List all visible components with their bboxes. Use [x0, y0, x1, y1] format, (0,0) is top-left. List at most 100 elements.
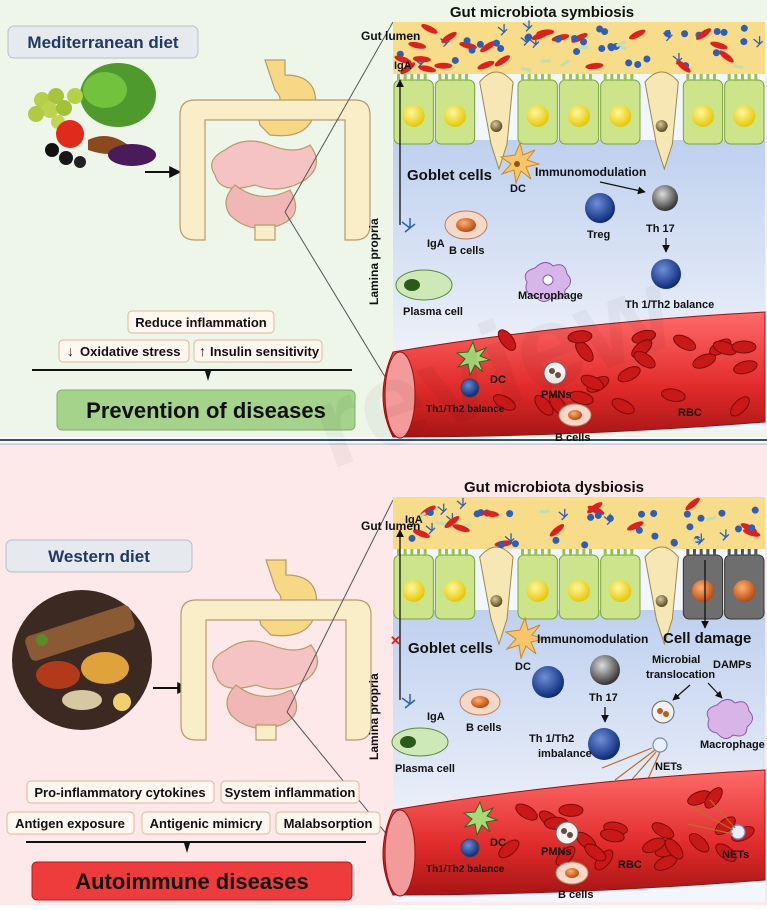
dc-vessel-top: [455, 340, 492, 377]
iga-antibody: [504, 533, 515, 545]
th-balance-label-top: Th 1/Th2 balance: [625, 299, 714, 311]
bacterium: [751, 506, 759, 514]
dc-vessel-bottom: [462, 800, 499, 837]
iga-antibody: [497, 24, 508, 36]
bacterium-rod: [743, 528, 761, 537]
bacterium: [734, 525, 742, 533]
bacterium-rod: [434, 62, 453, 69]
red-blood-cell: [704, 787, 723, 809]
goblet-nucleus: [490, 595, 503, 607]
iga-label-bottom: IgA: [405, 514, 423, 526]
th-imbalance-label-2: imbalance: [538, 748, 592, 760]
bacterium: [713, 27, 721, 35]
red-blood-cell: [715, 843, 737, 862]
b-cells-label-bottom: B cells: [466, 722, 501, 734]
bacterium: [683, 510, 691, 518]
goblet-nucleus: [655, 120, 668, 132]
outcome-box-bottom: [31, 861, 353, 901]
diet-label-box-bottom: [5, 539, 193, 573]
effect-malabsorption: Malabsorption: [284, 816, 373, 831]
iga-antibody: [694, 533, 705, 545]
bacterium-rod: [441, 31, 457, 43]
pmns-label-bottom: PMNs: [541, 846, 572, 858]
red-blood-cell: [534, 394, 554, 416]
bacterium: [651, 532, 659, 540]
bacterium-green: [407, 34, 419, 41]
bacterium-green: [559, 59, 570, 68]
effect-antigenic-mimicry: Antigenic mimicry: [150, 816, 263, 831]
bacterium-rod: [549, 524, 565, 537]
effect-oxidative-stress: Oxidative stress: [80, 344, 180, 359]
bacterium: [634, 61, 642, 69]
iga-antibody: [425, 522, 436, 535]
epithelium-bottom: [393, 546, 765, 646]
enterocyte-nucleus: [609, 580, 632, 602]
red-blood-cell: [580, 374, 605, 391]
effect-box-oxidative-stress: [58, 339, 190, 363]
effect-reduce-inflammation: Reduce inflammation: [135, 315, 267, 330]
th-cell-bottom: [588, 728, 620, 760]
bacterium: [552, 536, 560, 544]
bacterium-rod: [718, 50, 734, 63]
bacterium: [511, 540, 519, 548]
nets-mesh-bottom: [601, 737, 668, 798]
bacterium-rod: [696, 28, 712, 40]
b-vessel-label-bottom: B cells: [558, 889, 593, 901]
iga-antibody: [662, 29, 673, 42]
epithelium-top: [393, 71, 765, 171]
red-blood-cell: [569, 390, 594, 406]
bacterium: [601, 28, 609, 36]
bacterium-rod: [627, 521, 644, 531]
bacterium-rod: [531, 31, 549, 41]
bacterium-green: [706, 515, 717, 522]
bacterium: [463, 37, 471, 45]
iga-label-top: IgA: [394, 60, 412, 72]
blood-vessel-top: [382, 311, 766, 438]
bacterium-rod: [400, 62, 416, 75]
effect-antigen-exposure: Antigen exposure: [15, 816, 125, 831]
red-blood-cell: [660, 388, 686, 402]
immunomodulation-label-bottom: Immunomodulation: [537, 632, 648, 646]
red-blood-cell: [692, 353, 717, 369]
red-blood-cell: [600, 828, 625, 843]
bacterium: [506, 510, 514, 518]
pointer-top: [205, 371, 211, 381]
bacterium: [638, 510, 646, 518]
bacterium: [594, 511, 602, 519]
bottom-left: Western diet Pro-inflammatory cytokines …: [5, 499, 394, 901]
western-food-illustration: [12, 590, 152, 730]
pmn-cell-bottom: [555, 821, 579, 845]
plasma-cell-top: [395, 269, 453, 301]
iga-antibody: [753, 36, 764, 48]
bacterium: [635, 526, 643, 534]
iga-label-mid-bottom: IgA: [427, 711, 445, 723]
bacterium-green: [521, 67, 532, 72]
bacterium-rod: [585, 62, 604, 70]
bacterium-green: [578, 45, 589, 50]
rbc-label-top: RBC: [678, 407, 702, 419]
bacterium-green: [615, 40, 627, 48]
plasma-cell-bottom: [391, 727, 449, 757]
bacterium: [740, 38, 748, 46]
bacterium-rod: [394, 55, 412, 64]
effect-box-antigenic-mimicry: [141, 811, 271, 835]
red-blood-cell: [611, 398, 635, 415]
bacterium: [748, 524, 756, 532]
diet-label-bottom: Western diet: [48, 547, 150, 566]
bacterium-rod: [676, 60, 691, 73]
th17-label-top: Th 17: [646, 223, 675, 235]
bacterium-rod: [412, 56, 431, 63]
nets-label: NETs: [655, 761, 682, 773]
nets-vessel-mesh: [687, 799, 746, 840]
bacterium-rod: [494, 55, 511, 67]
bacterium: [697, 514, 705, 522]
dc-vessel-label-bottom: DC: [490, 837, 506, 849]
iga-label-mid-top: IgA: [427, 238, 445, 250]
red-blood-cell: [673, 334, 697, 351]
enterocyte-nucleus: [526, 580, 549, 602]
lamina-propria-label-top: Lamina propria: [367, 218, 381, 305]
bacterium-green: [539, 509, 550, 514]
bacterium: [598, 44, 606, 52]
red-blood-cell: [733, 360, 758, 375]
